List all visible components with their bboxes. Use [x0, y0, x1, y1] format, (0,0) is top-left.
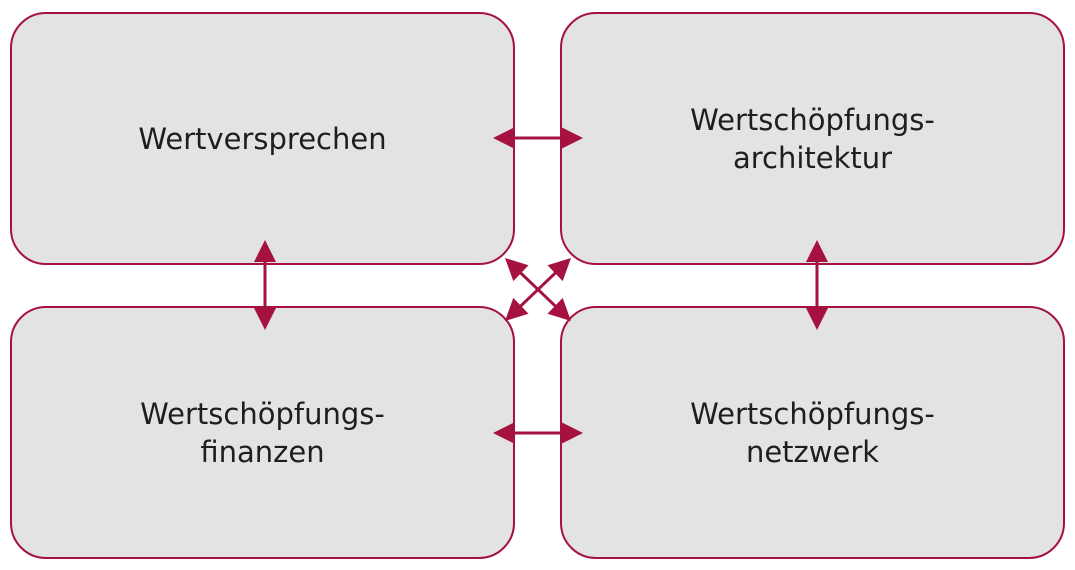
- box-value-architecture: Wertschöpfungs- architektur: [560, 12, 1065, 265]
- arrow-head: [547, 297, 571, 321]
- arrow-shaft: [518, 270, 558, 309]
- arrow-value-architecture-to-value-finances: [505, 258, 571, 321]
- box-label-value-finances: Wertschöpfungs- finanzen: [140, 396, 385, 469]
- arrow-shaft: [518, 270, 558, 309]
- arrow-head: [547, 258, 571, 282]
- arrow-value-proposition-to-value-network: [505, 258, 571, 321]
- box-label-value-proposition: Wertversprechen: [138, 121, 387, 156]
- box-label-value-architecture: Wertschöpfungs- architektur: [690, 102, 935, 175]
- arrow-head: [505, 258, 529, 282]
- box-value-network: Wertschöpfungs- netzwerk: [560, 306, 1065, 559]
- arrow-head: [505, 297, 529, 321]
- box-value-finances: Wertschöpfungs- finanzen: [10, 306, 515, 559]
- box-label-value-network: Wertschöpfungs- netzwerk: [690, 396, 935, 469]
- box-value-proposition: Wertversprechen: [10, 12, 515, 265]
